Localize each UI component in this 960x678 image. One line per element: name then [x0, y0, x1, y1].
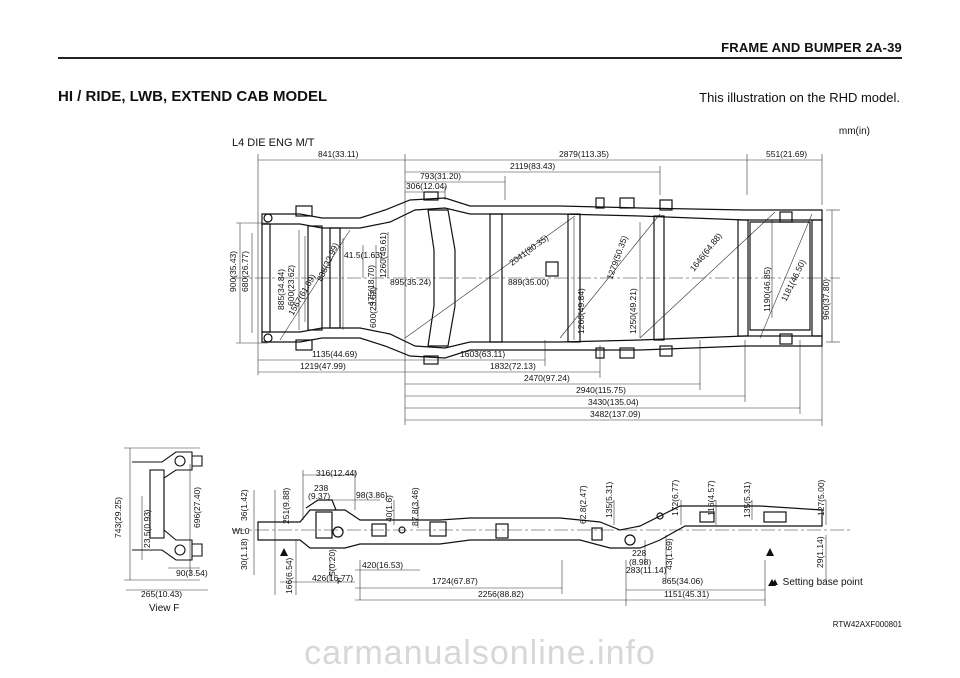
dimension-label: 1646(64.88) — [688, 231, 724, 273]
dimension-label: 3430(135.04) — [588, 397, 639, 407]
watermark: carmanualsonline.info — [304, 634, 656, 672]
dimension-label: 865(34.06) — [662, 576, 703, 586]
dimension-label: 90(3.54) — [176, 568, 208, 578]
dimension-label: 3482(137.09) — [590, 409, 641, 419]
dimension-label: F — [337, 576, 342, 586]
dimension-label: 600(23.62) — [368, 287, 378, 328]
dimension-label: 127(5.00) — [816, 479, 826, 516]
dimension-label: 793(31.20) — [420, 171, 461, 181]
setting-base-point-legend: ▲ Setting base point — [770, 577, 863, 588]
dimension-label: 306(12.04) — [406, 181, 447, 191]
dimension-label: 960(37.80) — [821, 279, 831, 320]
dimension-label: 680(26.77) — [240, 251, 250, 292]
dimension-label: 40(1.6) — [384, 495, 394, 522]
dimension-label: 1603(63.11) — [460, 349, 505, 359]
dimension-label: 1181(46.50) — [779, 258, 808, 303]
engine-variant-label: L4 DIE ENG M/T — [232, 137, 315, 149]
dimension-label: 87.8(3.46) — [410, 487, 420, 526]
dimension-label: 1219(47.99) — [300, 361, 346, 371]
dimension-label: 900(35.43) — [228, 251, 238, 292]
dimension-label: 43(1.69) — [664, 538, 674, 570]
rhd-note: This illustration on the RHD model. — [699, 90, 900, 105]
figure-code: RTW42AXF000801 — [832, 620, 902, 629]
dimension-label: 420(16.53) — [362, 560, 403, 570]
view-f-label: View F — [149, 603, 180, 614]
dimension-label: 1724(67.87) — [432, 576, 478, 586]
dimension-label: 116(4.57) — [706, 480, 716, 516]
dimension-label: 135(5.31) — [742, 481, 752, 518]
dimension-label: 166(6.54) — [284, 557, 294, 594]
dimension-label: WL0 — [232, 526, 250, 536]
dimension-label: 2256(88.82) — [478, 589, 524, 599]
dimension-label: 36(1.42) — [239, 489, 249, 521]
dimension-label: 1832(72.13) — [490, 361, 536, 371]
dimension-label: 228 — [632, 548, 646, 558]
view-f-crossmember — [132, 451, 203, 561]
dimension-label: 889(35.00) — [508, 277, 549, 287]
frame-side-view — [257, 499, 823, 549]
dimension-label: 30(1.18) — [239, 538, 249, 570]
dimension-label: 1190(46.85) — [762, 267, 772, 312]
dimension-label: 2879(113.35) — [559, 149, 609, 159]
dimension-label: 29(1.14) — [815, 536, 825, 568]
dimension-label: (9.37) — [308, 491, 330, 501]
page-title: HI / RIDE, LWB, EXTEND CAB MODEL — [58, 88, 328, 105]
dimension-label: 2119(83.43) — [510, 161, 555, 171]
frame-plan-view — [261, 191, 823, 365]
dimension-label: 41.5(1.63) — [344, 250, 383, 260]
dimension-label: 696(27.40) — [192, 487, 202, 528]
dimension-label: 135(5.31) — [604, 481, 614, 518]
section-header: FRAME AND BUMPER 2A-39 — [721, 40, 902, 55]
dimension-label: 885(34.84) — [276, 269, 286, 310]
dimension-label: 1266(49.84) — [576, 288, 586, 334]
dimension-label: 283(11.14) — [626, 565, 667, 575]
dimension-label: 98(3.86) — [356, 490, 388, 500]
dimension-label: 5(0.20) — [327, 549, 337, 576]
dimension-label: 1135(44.69) — [312, 349, 357, 359]
dimension-label: 426(16.77) — [312, 573, 353, 583]
units-label: mm(in) — [838, 126, 870, 137]
dimension-label: 265(10.43) — [141, 589, 182, 599]
dimension-label: (8.98) — [629, 557, 651, 567]
dimension-label: 1260(49.61) — [378, 232, 388, 278]
dimension-label: 841(33.11) — [318, 149, 359, 159]
dimension-label: 62.8(2.47) — [578, 485, 588, 524]
dimension-label: 1250(49.21) — [628, 288, 638, 334]
dimension-label: 172(6.77) — [670, 479, 680, 516]
dimension-label: 838(32.99) — [315, 241, 341, 283]
dimension-label: 251(9.88) — [281, 487, 291, 524]
dimension-label: 238 — [314, 483, 328, 493]
dimension-label: 2041(80.35) — [507, 232, 550, 267]
dimension-label: 895(35.24) — [390, 277, 431, 287]
dimension-label: 1151(45.31) — [664, 589, 709, 599]
dimension-label: 2940(115.75) — [576, 385, 626, 395]
header-rule — [58, 57, 902, 59]
dimension-label: 2470(97.24) — [524, 373, 570, 383]
dimension-label: 1279(50.35) — [604, 234, 629, 281]
dimension-label: 316(12.44) — [316, 468, 357, 478]
dimension-label: 600(23.62) — [286, 265, 296, 306]
dimension-label: 743(29.25) — [113, 497, 123, 538]
dimension-label: 551(21.69) — [766, 149, 807, 159]
setting-base-points — [280, 548, 776, 586]
dimension-label: 475(18.70) — [366, 265, 376, 306]
dimension-label: 23.5(0.93) — [142, 509, 152, 548]
